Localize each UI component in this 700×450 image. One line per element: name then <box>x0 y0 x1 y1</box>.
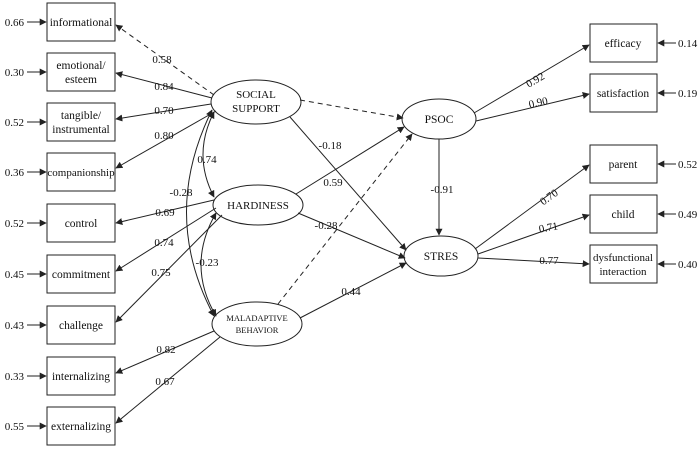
loading-arrow-tangible-instrumental <box>115 103 212 122</box>
maladaptive-behavior-label-line1: MALADAPTIVE <box>226 313 287 323</box>
path-hardiness-stres <box>297 212 406 259</box>
correlation-social-support-maladaptive: -0.28 <box>170 187 193 199</box>
path-maladaptive-stres <box>299 262 407 319</box>
loading-arrow-satisfaction <box>475 92 590 122</box>
informational-error: 0.66 <box>5 17 25 29</box>
loading-emotional-esteem: 0.84 <box>154 81 174 93</box>
informational-label: informational <box>50 17 113 29</box>
dysfunctional-interaction-label-line2: interaction <box>599 266 647 278</box>
externalizing-error: 0.55 <box>5 421 25 433</box>
satisfaction-box <box>589 73 658 113</box>
loading-arrow-control <box>115 199 215 225</box>
emotional-esteem-box <box>46 52 116 92</box>
child-label: child <box>612 209 635 221</box>
correlation-arc-social-support-maladaptive <box>186 109 215 317</box>
coef-psoc-stres: -0.91 <box>431 184 454 196</box>
loading-companionship: 0.80 <box>154 130 174 142</box>
loading-internalizing: 0.82 <box>156 344 175 356</box>
externalizing-box <box>46 406 116 446</box>
loading-arrow-efficacy <box>473 44 590 114</box>
loading-arrow-challenge <box>115 214 223 323</box>
loading-challenge: 0.75 <box>151 267 171 279</box>
parent-label: parent <box>609 159 639 171</box>
loading-arrow-informational <box>115 24 215 96</box>
loading-control: 0.69 <box>155 207 175 219</box>
coef-social-support-stres: -0.18 <box>319 140 342 152</box>
emotional-esteem-error: 0.30 <box>5 67 25 79</box>
loading-arrow-commitment <box>115 207 217 272</box>
internalizing-label: internalizing <box>52 371 110 383</box>
control-label: control <box>65 218 98 230</box>
challenge-box <box>46 305 116 345</box>
tangible-instrumental-label-line1: tangible/ <box>61 110 102 122</box>
tangible-instrumental-error: 0.52 <box>5 117 24 129</box>
loading-arrow-externalizing <box>115 336 221 424</box>
commitment-label: commitment <box>52 269 111 281</box>
commitment-error: 0.45 <box>5 269 25 281</box>
loading-arrow-parent <box>474 164 590 250</box>
loading-child: 0.71 <box>538 220 559 235</box>
loading-efficacy: 0.92 <box>524 70 547 90</box>
loading-commitment: 0.74 <box>154 237 174 249</box>
parent-box <box>589 144 658 184</box>
emotional-esteem-label-line1: emotional/ <box>56 60 106 72</box>
satisfaction-label: satisfaction <box>597 88 650 100</box>
loading-satisfaction: 0.90 <box>528 95 550 111</box>
companionship-label: companionship <box>47 167 115 179</box>
efficacy-error: 0.14 <box>678 38 698 50</box>
externalizing-label: externalizing <box>51 421 111 433</box>
path-maladaptive-psoc <box>277 133 413 305</box>
parent-error: 0.52 <box>678 159 697 171</box>
stres-label: STRES <box>424 251 459 263</box>
efficacy-box <box>589 23 658 63</box>
dysfunctional-interaction-label-line1: dysfunctional <box>593 252 653 264</box>
coef-hardiness-stres: -0.28 <box>315 220 338 232</box>
social-support-ellipse <box>210 79 302 125</box>
hardiness-label: HARDINESS <box>227 200 289 212</box>
maladaptive-behavior-ellipse <box>211 301 303 347</box>
coef-hardiness-psoc: 0.59 <box>323 177 343 189</box>
child-error: 0.49 <box>678 209 698 221</box>
dysfunctional-interaction-box <box>589 244 658 284</box>
internalizing-box <box>46 356 116 396</box>
path-social-support-psoc <box>299 99 404 121</box>
correlation-hardiness-maladaptive: -0.23 <box>196 257 219 269</box>
control-box <box>46 203 116 243</box>
loading-tangible-instrumental: 0.70 <box>154 105 174 117</box>
loading-arrow-dysfunctional-interaction <box>477 257 590 268</box>
child-box <box>589 194 658 234</box>
social-support-label-line2: SUPPORT <box>232 103 280 115</box>
loading-arrow-emotional-esteem <box>115 71 213 99</box>
loading-arrow-internalizing <box>115 330 215 374</box>
informational-box <box>46 2 116 42</box>
challenge-error: 0.43 <box>5 320 25 332</box>
social-support-label-line1: SOCIAL <box>236 89 276 101</box>
correlation-social-support-hardiness: 0.74 <box>197 154 217 166</box>
loading-arrow-child <box>477 213 590 255</box>
loading-parent: 0.70 <box>538 187 561 208</box>
companionship-error: 0.36 <box>5 167 25 179</box>
challenge-label: challenge <box>59 320 103 332</box>
loading-informational: 0.58 <box>152 54 172 66</box>
maladaptive-behavior-label-line2: BEHAVIOR <box>236 325 279 335</box>
loading-dysfunctional-interaction: 0.77 <box>539 255 559 267</box>
internalizing-error: 0.33 <box>5 371 25 383</box>
commitment-box <box>46 254 116 294</box>
dysfunctional-interaction-error: 0.40 <box>678 259 698 271</box>
coef-maladaptive-stres: 0.44 <box>341 286 361 298</box>
efficacy-label: efficacy <box>605 38 642 50</box>
psoc-label: PSOC <box>425 114 454 126</box>
tangible-instrumental-box <box>46 102 116 142</box>
loading-externalizing: 0.67 <box>155 376 175 388</box>
path-hardiness-psoc <box>295 126 405 195</box>
correlation-arc-hardiness-maladaptive <box>200 212 217 317</box>
loading-arrow-companionship <box>115 110 217 169</box>
emotional-esteem-label-line2: esteem <box>65 74 97 86</box>
path-social-support-stres <box>289 116 407 251</box>
companionship-box <box>46 152 116 192</box>
tangible-instrumental-label-line2: instrumental <box>52 124 110 136</box>
satisfaction-error: 0.19 <box>678 88 698 100</box>
control-error: 0.52 <box>5 218 24 230</box>
